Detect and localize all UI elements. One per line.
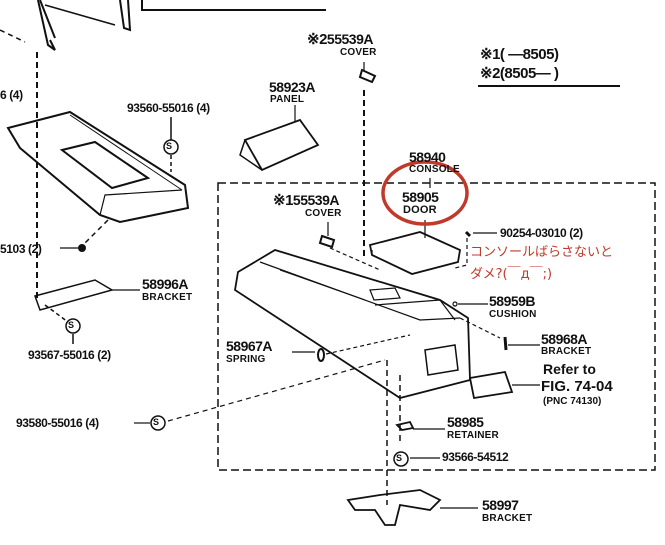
part-58959b-name: CUSHION [489,309,537,320]
screw-symbol-s: S [153,417,160,427]
part-58923a-number: 58923A [269,79,316,95]
screw-symbol-s: S [166,141,173,151]
part-58985-number: 58985 [447,414,484,430]
screw-symbol-s: S [68,320,75,330]
part-58968a-number: 58968A [541,331,588,347]
part-58923a-name: PANEL [270,94,305,105]
part-55539a-cover-1-number: ※155539A [273,193,339,208]
mark-1: ※1 [273,192,293,209]
part-55539a-cover-1-name: COVER [305,208,342,219]
part-58968a-name: BRACKET [541,346,592,357]
part-93567-55016: 93567-55016 (2) [28,348,111,362]
refer-to-pnc: (PNC 74130) [543,396,602,407]
part-58967a-number: 58967A [226,338,273,354]
legend-line-2: ※2(8505— ) [480,65,559,82]
mark-2: ※2 [307,31,327,48]
part-93566-54512: 93566-54512 [442,450,509,464]
part-93560-55016-top: 93560-55016 (4) [127,101,210,115]
legend-mark-2: ※2 [480,65,500,82]
upper-figure-frame [141,0,326,11]
part-93580-55016: 93580-55016 (4) [16,416,99,430]
legend-range-1: ( —8505) [499,46,559,63]
refer-to-label: Refer to [543,361,596,377]
part-58996a-number: 58996A [142,276,189,292]
part-number: 55539A [326,31,374,47]
highlight-circle [381,160,469,226]
part-55539a-cover-2-number: ※255539A [307,32,373,47]
legend-mark-1: ※1 [480,46,500,63]
part-90254-03010: 90254-03010 (2) [500,226,583,240]
part-58940-name: CONSOLE [409,164,460,175]
legend-line-1: ※1( —8505) [480,46,559,63]
part-58905-number: 58905 [402,189,439,205]
part-58967a-name: SPRING [226,354,266,365]
refer-to-figure-link[interactable]: FIG. 74-04 [541,378,613,395]
part-58940-number: 58940 [409,149,446,165]
part-58985-name: RETAINER [447,430,499,441]
annotation-line-2: ダメ?(￣д￣;) [470,267,553,282]
part-number: 55539A [292,192,340,208]
screw-symbol-s: S [396,453,403,463]
part-55539a-cover-2-name: COVER [340,47,377,58]
part-cutoff-5103: 5103 (2) [0,242,42,256]
part-58996a-name: BRACKET [142,292,193,303]
legend-range-2: (8505— ) [499,65,559,82]
part-58959b-number: 58959B [489,293,536,309]
part-58997-name: BRACKET [482,513,533,524]
part-cutoff-6-4: 6 (4) [0,88,23,102]
part-58997-number: 58997 [482,497,519,513]
part-58905-name: DOOR [403,204,437,216]
annotation-line-1: コンソールばらさないと [470,245,614,260]
